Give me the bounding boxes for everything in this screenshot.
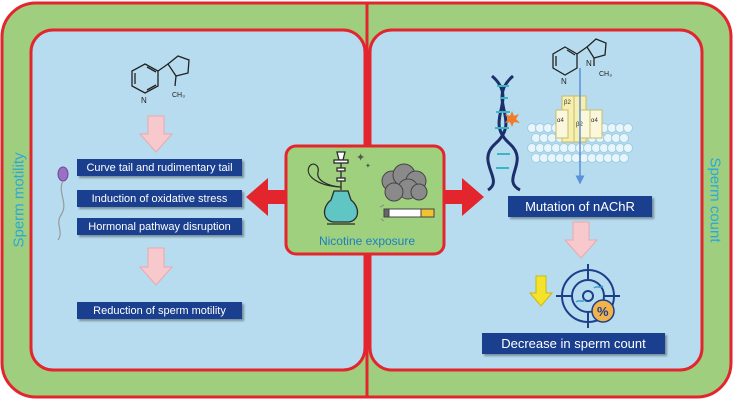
percent-icon: % xyxy=(591,299,615,323)
molecule-nitrogen-label-right: N xyxy=(561,77,567,86)
dna-icon xyxy=(486,74,521,192)
sparkle-icon-2: ✦ xyxy=(365,162,371,170)
outcome-box-count: Decrease in sperm count xyxy=(482,333,665,354)
svg-text:%: % xyxy=(597,304,609,319)
molecule-nitrogen-ring-label-right: N xyxy=(586,59,592,68)
nicotine-molecule-icon-right xyxy=(552,38,607,76)
side-label-left: Sperm motility xyxy=(10,152,28,248)
subunit-label: β2 xyxy=(564,100,571,106)
sparkle-icon: ✦ xyxy=(356,152,365,164)
mechanism-box-nachr: Mutation of nAChR xyxy=(508,196,652,217)
red-arrow-left xyxy=(246,178,290,216)
molecule-methyl-label-right: CH₃ xyxy=(599,71,612,78)
membrane-bead xyxy=(623,143,633,153)
effect-box-oxidative-stress: Induction of oxidative stress xyxy=(77,190,242,207)
outcome-box-motility: Reduction of sperm motility xyxy=(77,302,242,319)
membrane-bead xyxy=(619,133,629,143)
center-label: Nicotine exposure xyxy=(318,234,416,248)
molecule-nitrogen-label: N xyxy=(141,96,147,105)
target-icon xyxy=(556,264,620,328)
left-arrow-bottom xyxy=(138,247,174,286)
red-arrow-right xyxy=(440,178,484,216)
subunit-label: α4 xyxy=(591,118,598,124)
molecule-methyl-label: CH₃ xyxy=(172,92,185,99)
right-arrow xyxy=(563,221,599,259)
nicotine-molecule-icon xyxy=(131,55,190,94)
effect-box-hormonal: Hormonal pathway disruption xyxy=(77,218,242,235)
membrane-bead xyxy=(623,123,633,133)
sperm-icon xyxy=(57,166,69,241)
left-arrow-top xyxy=(138,115,174,153)
smoke-icon xyxy=(381,163,428,202)
hookah-icon xyxy=(307,151,359,225)
cigarette-icon xyxy=(379,204,435,222)
side-label-right: Sperm count xyxy=(706,157,724,243)
subunit-label: α4 xyxy=(557,118,564,124)
down-arrow-icon xyxy=(528,275,554,307)
membrane-bead xyxy=(619,153,629,163)
effect-box-tail: Curve tail and rudimentary tail xyxy=(77,159,242,176)
